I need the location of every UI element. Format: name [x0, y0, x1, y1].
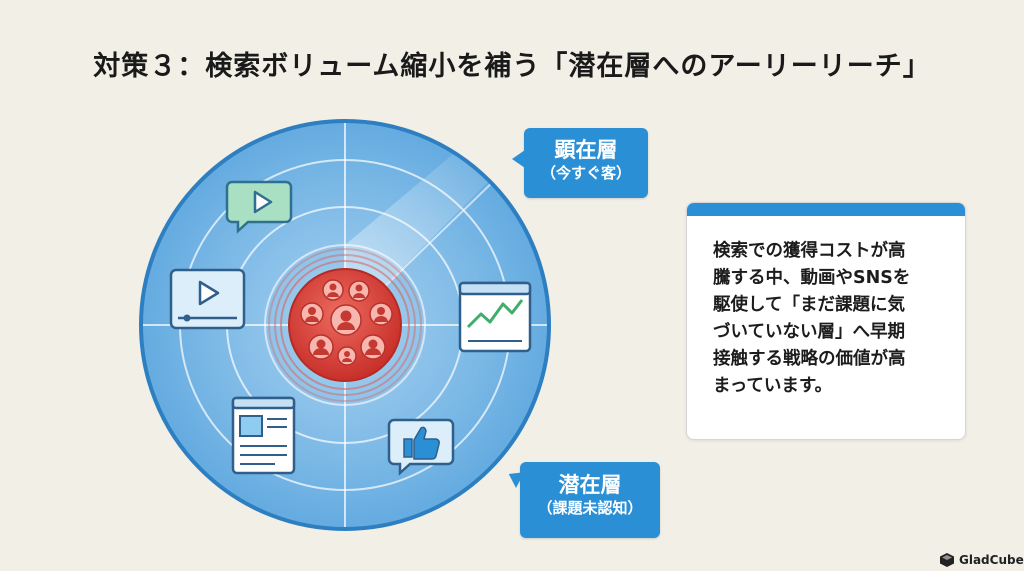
logo-cube-icon	[940, 553, 954, 567]
core-rings	[268, 248, 422, 402]
card-text: 検索での獲得コストが高 騰する中、動画やSNSを 駆使して「まだ課題に気 づいて…	[713, 241, 911, 396]
video-play-icon	[225, 180, 293, 234]
label-senzai-so: 潜在層 （課題未認知）	[520, 462, 660, 538]
label-kenzai-sub: （今すぐ客）	[540, 164, 631, 182]
webpage-icon	[231, 396, 296, 475]
page-title: 対策３：検索ボリューム縮小を補う「潜在層へのアーリーリーチ」	[93, 51, 931, 82]
label-kenzai-main: 顕在層	[554, 138, 618, 162]
radar-sweep-beam	[345, 140, 500, 325]
label-senzai-main: 潜在層	[558, 473, 622, 497]
explanation-card: 検索での獲得コストが高 騰する中、動画やSNSを 駆使して「まだ課題に気 づいて…	[686, 202, 966, 440]
people-group-icon	[300, 279, 393, 366]
label-kenzai-so: 顕在層 （今すぐ客）	[512, 128, 648, 198]
label-senzai-sub: （課題未認知）	[537, 499, 643, 517]
card-accent-bar	[687, 203, 965, 216]
brand-logo: GladCube	[940, 551, 1024, 569]
thumbs-up-icon	[387, 418, 455, 476]
video-player-icon	[169, 268, 246, 330]
analytics-chart-icon	[458, 281, 532, 353]
logo-text: GladCube	[959, 553, 1024, 567]
